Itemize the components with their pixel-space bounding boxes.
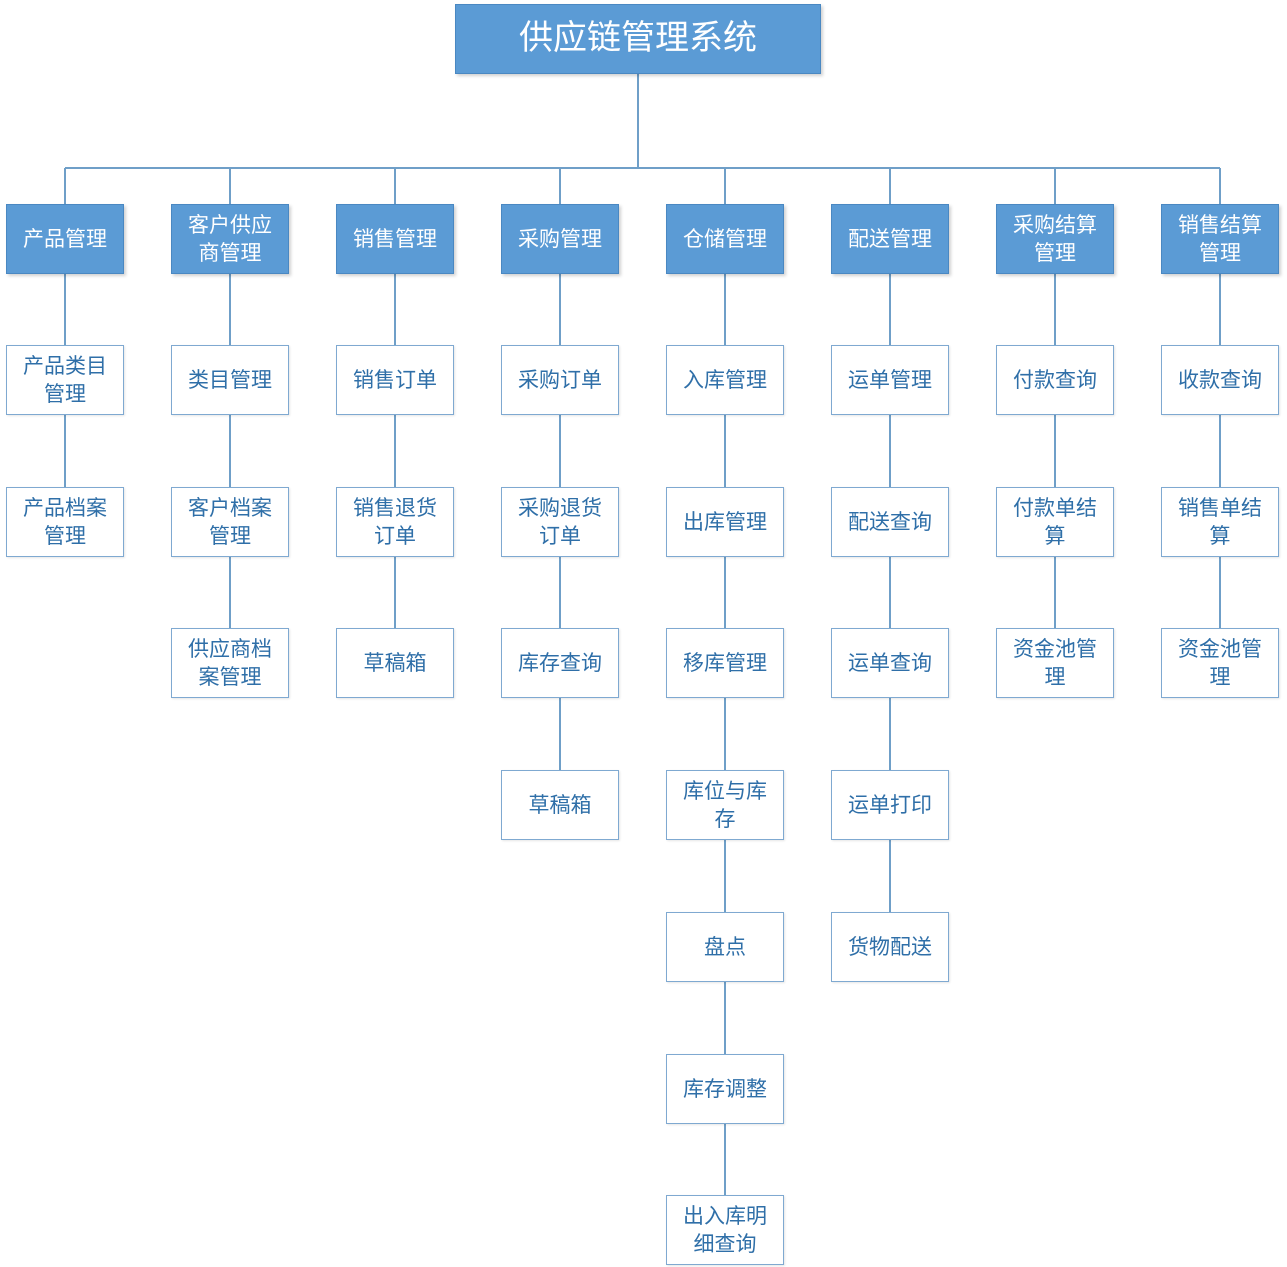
leaf-label: 收款查询 xyxy=(1178,367,1262,392)
leaf-node: 销售订单 xyxy=(336,345,454,415)
module-node: 客户供应商管理 xyxy=(171,204,289,274)
leaf-label: 付款单结算 xyxy=(1013,495,1097,548)
root-label: 供应链管理系统 xyxy=(519,18,757,59)
module-label: 产品管理 xyxy=(23,226,107,251)
module-label: 采购结算管理 xyxy=(1013,212,1097,265)
root-node: 供应链管理系统 xyxy=(455,4,821,74)
leaf-label: 草稿箱 xyxy=(363,650,427,675)
leaf-label: 入库管理 xyxy=(683,367,767,392)
leaf-node: 产品类目管理 xyxy=(6,345,124,415)
leaf-node: 产品档案管理 xyxy=(6,487,124,557)
leaf-node: 付款查询 xyxy=(996,345,1114,415)
leaf-node: 出入库明细查询 xyxy=(666,1195,784,1265)
leaf-label: 移库管理 xyxy=(683,650,767,675)
leaf-label: 销售退货订单 xyxy=(353,495,437,548)
leaf-label: 草稿箱 xyxy=(528,792,592,817)
leaf-node: 运单查询 xyxy=(831,628,949,698)
leaf-node: 移库管理 xyxy=(666,628,784,698)
leaf-label: 出入库明细查询 xyxy=(683,1203,767,1256)
leaf-label: 运单查询 xyxy=(848,650,932,675)
leaf-label: 运单管理 xyxy=(848,367,932,392)
leaf-label: 库存查询 xyxy=(518,650,602,675)
leaf-label: 盘点 xyxy=(704,934,746,959)
module-label: 采购管理 xyxy=(518,226,602,251)
module-label: 仓储管理 xyxy=(683,226,767,251)
leaf-label: 采购订单 xyxy=(518,367,602,392)
leaf-label: 客户档案管理 xyxy=(188,495,272,548)
leaf-label: 采购退货订单 xyxy=(518,495,602,548)
leaf-label: 销售订单 xyxy=(353,367,437,392)
leaf-node: 库位与库存 xyxy=(666,770,784,840)
module-node: 销售结算管理 xyxy=(1161,204,1279,274)
module-node: 产品管理 xyxy=(6,204,124,274)
leaf-label: 销售单结算 xyxy=(1178,495,1262,548)
leaf-node: 入库管理 xyxy=(666,345,784,415)
leaf-node: 资金池管理 xyxy=(1161,628,1279,698)
leaf-node: 客户档案管理 xyxy=(171,487,289,557)
leaf-node: 采购退货订单 xyxy=(501,487,619,557)
leaf-label: 类目管理 xyxy=(188,367,272,392)
leaf-node: 采购订单 xyxy=(501,345,619,415)
leaf-label: 产品档案管理 xyxy=(23,495,107,548)
module-node: 销售管理 xyxy=(336,204,454,274)
leaf-node: 货物配送 xyxy=(831,912,949,982)
module-label: 销售结算管理 xyxy=(1178,212,1262,265)
leaf-label: 运单打印 xyxy=(848,792,932,817)
module-node: 配送管理 xyxy=(831,204,949,274)
leaf-node: 草稿箱 xyxy=(501,770,619,840)
leaf-node: 收款查询 xyxy=(1161,345,1279,415)
leaf-node: 出库管理 xyxy=(666,487,784,557)
leaf-label: 供应商档案管理 xyxy=(188,636,272,689)
leaf-label: 库位与库存 xyxy=(683,778,767,831)
leaf-node: 库存查询 xyxy=(501,628,619,698)
leaf-label: 资金池管理 xyxy=(1178,636,1262,689)
leaf-label: 货物配送 xyxy=(848,934,932,959)
leaf-label: 出库管理 xyxy=(683,509,767,534)
leaf-node: 草稿箱 xyxy=(336,628,454,698)
module-label: 客户供应商管理 xyxy=(188,212,272,265)
leaf-label: 库存调整 xyxy=(683,1076,767,1101)
module-node: 采购管理 xyxy=(501,204,619,274)
leaf-node: 配送查询 xyxy=(831,487,949,557)
leaf-node: 运单打印 xyxy=(831,770,949,840)
leaf-node: 类目管理 xyxy=(171,345,289,415)
leaf-node: 运单管理 xyxy=(831,345,949,415)
module-node: 采购结算管理 xyxy=(996,204,1114,274)
module-label: 配送管理 xyxy=(848,226,932,251)
leaf-node: 销售单结算 xyxy=(1161,487,1279,557)
module-label: 销售管理 xyxy=(353,226,437,251)
leaf-node: 库存调整 xyxy=(666,1054,784,1124)
leaf-node: 供应商档案管理 xyxy=(171,628,289,698)
leaf-label: 付款查询 xyxy=(1013,367,1097,392)
leaf-node: 付款单结算 xyxy=(996,487,1114,557)
leaf-node: 销售退货订单 xyxy=(336,487,454,557)
leaf-label: 配送查询 xyxy=(848,509,932,534)
leaf-label: 资金池管理 xyxy=(1013,636,1097,689)
module-node: 仓储管理 xyxy=(666,204,784,274)
leaf-node: 盘点 xyxy=(666,912,784,982)
leaf-label: 产品类目管理 xyxy=(23,353,107,406)
leaf-node: 资金池管理 xyxy=(996,628,1114,698)
